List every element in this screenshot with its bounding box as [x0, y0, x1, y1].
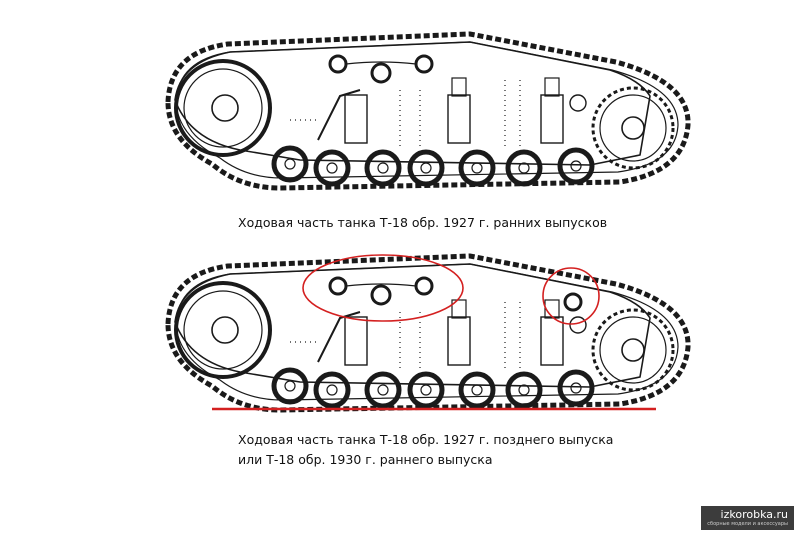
diagram-late-production	[168, 255, 688, 410]
highlight-return-rollers-ellipse	[302, 254, 464, 322]
site-watermark: izkorobka.ru сборные модели и аксессуары	[701, 506, 794, 530]
front-return-roller	[563, 292, 583, 312]
diagram-early-production	[168, 34, 688, 188]
highlight-front-roller-circle	[542, 267, 600, 325]
caption-late-line-2: или Т-18 обр. 1930 г. раннего выпуска	[238, 452, 493, 467]
watermark-site: izkorobka.ru	[720, 508, 788, 521]
watermark-tagline: сборные модели и аксессуары	[707, 521, 788, 527]
caption-early-production: Ходовая часть танка Т-18 обр. 1927 г. ра…	[238, 215, 608, 230]
caption-late-line-1: Ходовая часть танка Т-18 обр. 1927 г. по…	[238, 432, 614, 447]
caption-late-production: Ходовая часть танка Т-18 обр. 1927 г. по…	[238, 430, 613, 470]
